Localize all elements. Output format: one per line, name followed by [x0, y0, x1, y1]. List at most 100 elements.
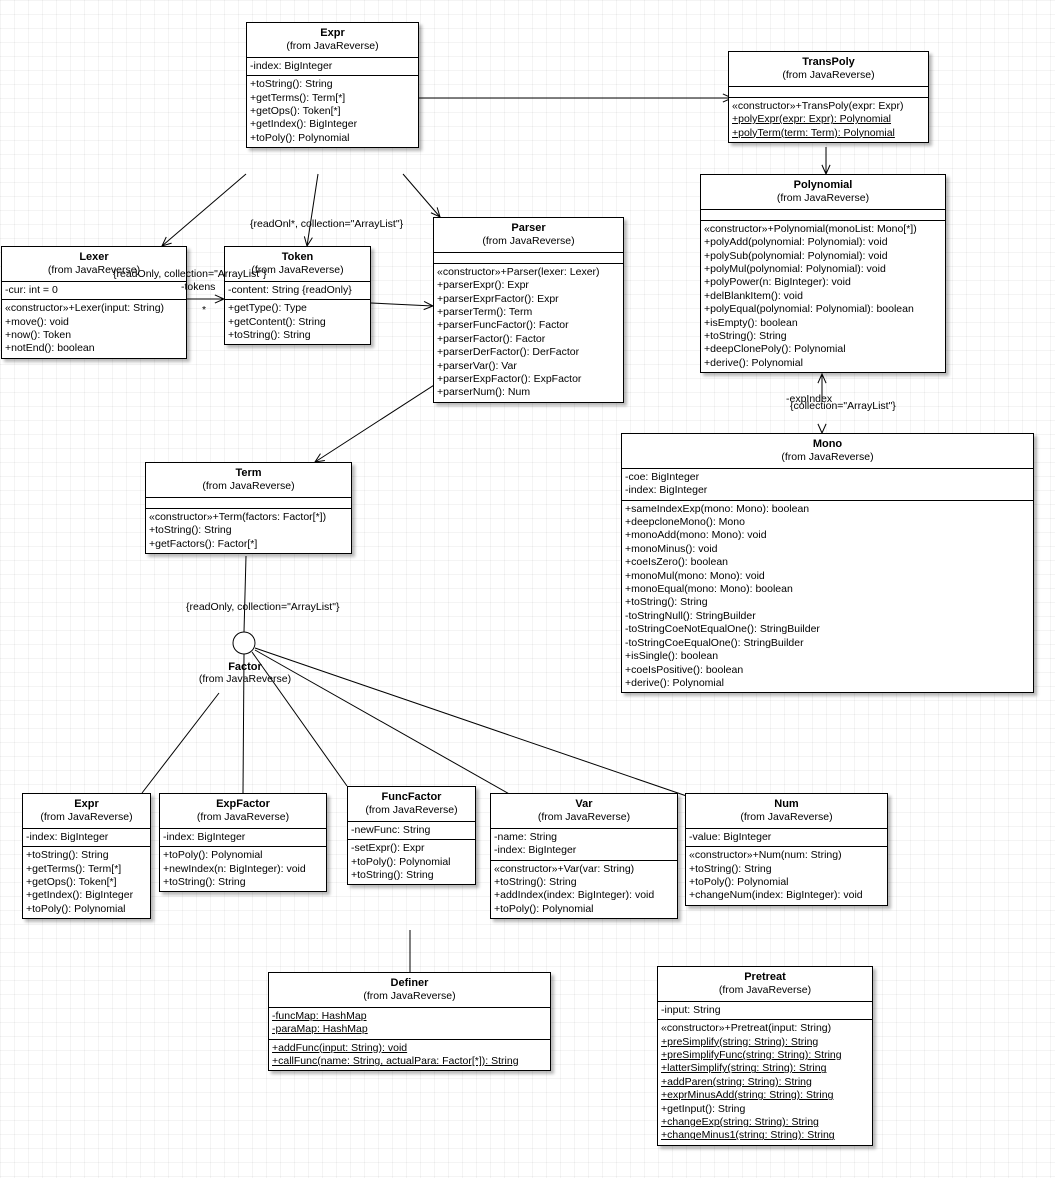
class-package: (from JavaReverse) [40, 811, 133, 824]
attributes-compartment: -coe: BigInteger-index: BigInteger [622, 469, 1033, 500]
class-box-mono[interactable]: Mono(from JavaReverse)-coe: BigInteger-i… [621, 433, 1034, 694]
operation: +parserTerm(): Term [437, 306, 533, 319]
operation: +exprMinusAdd(string: String): String [661, 1089, 834, 1102]
class-box-var[interactable]: Var(from JavaReverse)-name: String-index… [490, 793, 678, 920]
realize-expfactor-factor-line [242, 653, 245, 794]
operation: +toString(): String [494, 876, 577, 889]
attributes-compartment [701, 210, 945, 220]
association-label-tokens-role: -tokens [181, 281, 216, 293]
operation: +getIndex(): BigInteger [26, 889, 134, 902]
operations-compartment: «constructor»+Term(factors: Factor[*])+t… [146, 507, 351, 553]
operation: +preSimplify(string: String): String [661, 1035, 819, 1048]
class-box-term[interactable]: Term(from JavaReverse)«constructor»+Term… [145, 462, 352, 555]
realize-funcfactor-factor-line [251, 651, 348, 787]
operations-compartment: «constructor»+Parser(lexer: Lexer)+parse… [434, 262, 623, 402]
operation: +derive(): Polynomial [625, 676, 724, 689]
assoc-expr-lexer-line [161, 173, 247, 247]
operation: +parserNum(): Num [437, 386, 531, 399]
operation: +coeIsPositive(): boolean [625, 663, 744, 676]
operation: +toString(): String [163, 876, 246, 889]
attributes-compartment [729, 87, 928, 97]
class-header: Parser(from JavaReverse) [434, 218, 623, 253]
assoc-expr-token-line [306, 173, 319, 247]
class-box-expr-bottom[interactable]: Expr(from JavaReverse)-index: BigInteger… [22, 793, 151, 920]
class-box-num[interactable]: Num(from JavaReverse)-value: BigInteger«… [685, 793, 888, 906]
class-header: Var(from JavaReverse) [491, 794, 677, 829]
operations-compartment: «constructor»+Num(num: String)+toString(… [686, 846, 887, 905]
operation: +coeIsZero(): boolean [625, 556, 729, 569]
class-header: Expr(from JavaReverse) [23, 794, 150, 829]
operation: +addParen(string: String): String [661, 1075, 812, 1088]
class-package: (from JavaReverse) [537, 811, 631, 824]
class-package: (from JavaReverse) [781, 451, 874, 464]
attribute: -index: BigInteger [494, 844, 577, 857]
class-header: Mono(from JavaReverse) [622, 434, 1033, 469]
operation: +polyMul(polynomial: Polynomial): void [704, 263, 886, 276]
association-label-readonly-lexer: {readOnly, collection="ArrayList"} [113, 268, 267, 280]
class-package: (from JavaReverse) [482, 235, 575, 248]
operation: «constructor»+TransPoly(expr: Expr) [732, 99, 904, 112]
attribute: -input: String [661, 1003, 721, 1016]
class-box-pretreat[interactable]: Pretreat(from JavaReverse)-input: String… [657, 966, 873, 1146]
operation: +now(): Token [5, 329, 72, 342]
attributes-compartment: -input: String [658, 1002, 872, 1019]
class-name: Definer [390, 977, 429, 989]
class-name: Mono [812, 438, 843, 450]
operation: «constructor»+Var(var: String) [494, 862, 635, 875]
operation: +toString(): String [689, 862, 772, 875]
operation: +addFunc(input: String): void [272, 1041, 408, 1054]
operation: +changeExp(string: String): String [661, 1116, 819, 1129]
class-package: (from JavaReverse) [202, 480, 295, 493]
operation: +monoMinus(): void [625, 542, 718, 555]
operation: «constructor»+Parser(lexer: Lexer) [437, 265, 600, 278]
attribute: -value: BigInteger [689, 830, 772, 843]
class-box-parser[interactable]: Parser(from JavaReverse) «constructor»+Pa… [433, 217, 624, 403]
operation: +parserVar(): Var [437, 359, 517, 372]
operation: +getType(): Type [228, 302, 307, 315]
attribute: -coe: BigInteger [625, 470, 700, 483]
association-label-readonly-factor: {readOnly, collection="ArrayList"} [186, 601, 340, 613]
operations-compartment: «constructor»+Var(var: String)+toString(… [491, 859, 677, 919]
operation: -toStringNull(): StringBuilder [625, 609, 756, 622]
realize-expr-factor-line [141, 692, 220, 794]
operation: +toString(): String [149, 524, 232, 537]
operation: +monoMul(mono: Mono): void [625, 569, 765, 582]
operation: +monoEqual(mono: Mono): boolean [625, 583, 793, 596]
operation: +changeNum(index: BigInteger): void [689, 889, 863, 902]
class-box-polynomial[interactable]: Polynomial(from JavaReverse)«constructor… [700, 174, 946, 374]
operation: +getInput(): String [661, 1102, 746, 1115]
operation: +callFunc(name: String, actualPara: Fact… [272, 1055, 519, 1068]
class-box-expr-top[interactable]: Expr(from JavaReverse)-index: BigInteger… [246, 22, 419, 149]
class-box-expfactor[interactable]: ExpFactor(from JavaReverse)-index: BigIn… [159, 793, 327, 893]
association-label-exp-index: -expIndex [786, 393, 833, 405]
operation: +notEnd(): boolean [5, 342, 95, 355]
operation: +delBlankItem(): void [704, 289, 803, 302]
attributes-compartment: -value: BigInteger [686, 829, 887, 846]
operation: «constructor»+Num(num: String) [689, 849, 842, 862]
operation: +polyPower(n: BigInteger): void [704, 276, 851, 289]
operation: +getContent(): String [228, 315, 326, 328]
association-label-star-mult: * [202, 304, 207, 316]
class-box-definer[interactable]: Definer(from JavaReverse)-funcMap: HashM… [268, 972, 551, 1072]
class-box-token[interactable]: Token(from JavaReverse)-content: String … [224, 246, 371, 346]
attribute: -index: BigInteger [250, 59, 333, 72]
class-name: Token [281, 251, 314, 263]
operation: +isEmpty(): boolean [704, 316, 798, 329]
operation: +toPoly(): Polynomial [26, 902, 126, 915]
operations-compartment: +addFunc(input: String): void+callFunc(n… [269, 1038, 550, 1071]
class-name: Parser [511, 222, 546, 234]
factor-interface-circle[interactable] [232, 631, 256, 655]
class-box-lexer[interactable]: Lexer(from JavaReverse)-cur: int = 0«con… [1, 246, 187, 359]
class-box-funcfactor[interactable]: FuncFactor(from JavaReverse)-newFunc: St… [347, 786, 476, 886]
operation: -setExpr(): Expr [351, 842, 425, 855]
class-box-transpoly[interactable]: TransPoly(from JavaReverse)«constructor»… [728, 51, 929, 144]
class-name: Var [575, 798, 593, 810]
class-header: ExpFactor(from JavaReverse) [160, 794, 326, 829]
operation: +getOps(): Token[*] [250, 105, 341, 118]
operation: «constructor»+Lexer(input: String) [5, 302, 165, 315]
operation: +preSimplifyFunc(string: String): String [661, 1049, 842, 1062]
operation: +parserFactor(): Factor [437, 332, 546, 345]
operation: +changeMinus1(string: String): String [661, 1129, 835, 1142]
operation: +parserExpr(): Expr [437, 279, 529, 292]
